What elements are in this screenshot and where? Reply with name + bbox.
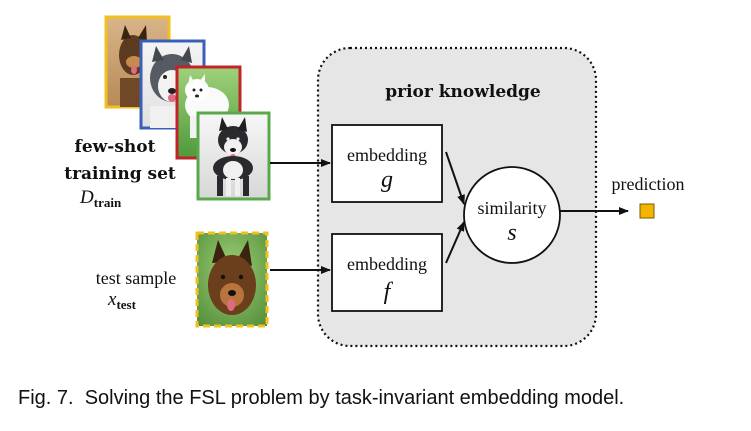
training-image-4 [196, 111, 271, 201]
training-set-label-line2: training set [64, 164, 176, 184]
test-image [195, 231, 269, 328]
embedding-g-symbol: g [381, 167, 393, 193]
prediction-label: prediction [612, 174, 685, 194]
prior-knowledge-label: prior knowledge [385, 82, 541, 102]
figure-caption: Fig. 7. Solving the FSL problem by task-… [18, 387, 624, 409]
embedding-g-label: embedding [347, 145, 427, 165]
arrow-g-to-similarity [445, 151, 465, 205]
test-sample-symbol: xtest [107, 289, 137, 312]
embedding-f-box [331, 233, 443, 312]
arrow-f-to-similarity [445, 221, 465, 264]
embedding-g-box [331, 124, 443, 203]
test-sample-label: test sample [96, 268, 176, 288]
embedding-f-label: embedding [347, 254, 427, 274]
similarity-symbol: s [507, 220, 516, 246]
training-set-symbol: Dtrain [79, 187, 122, 210]
training-set-label-line1: few-shot [75, 137, 156, 157]
similarity-label: similarity [478, 198, 547, 218]
prediction-square [639, 203, 655, 219]
embedding-f-symbol: f [384, 279, 394, 305]
similarity-node [463, 166, 561, 264]
